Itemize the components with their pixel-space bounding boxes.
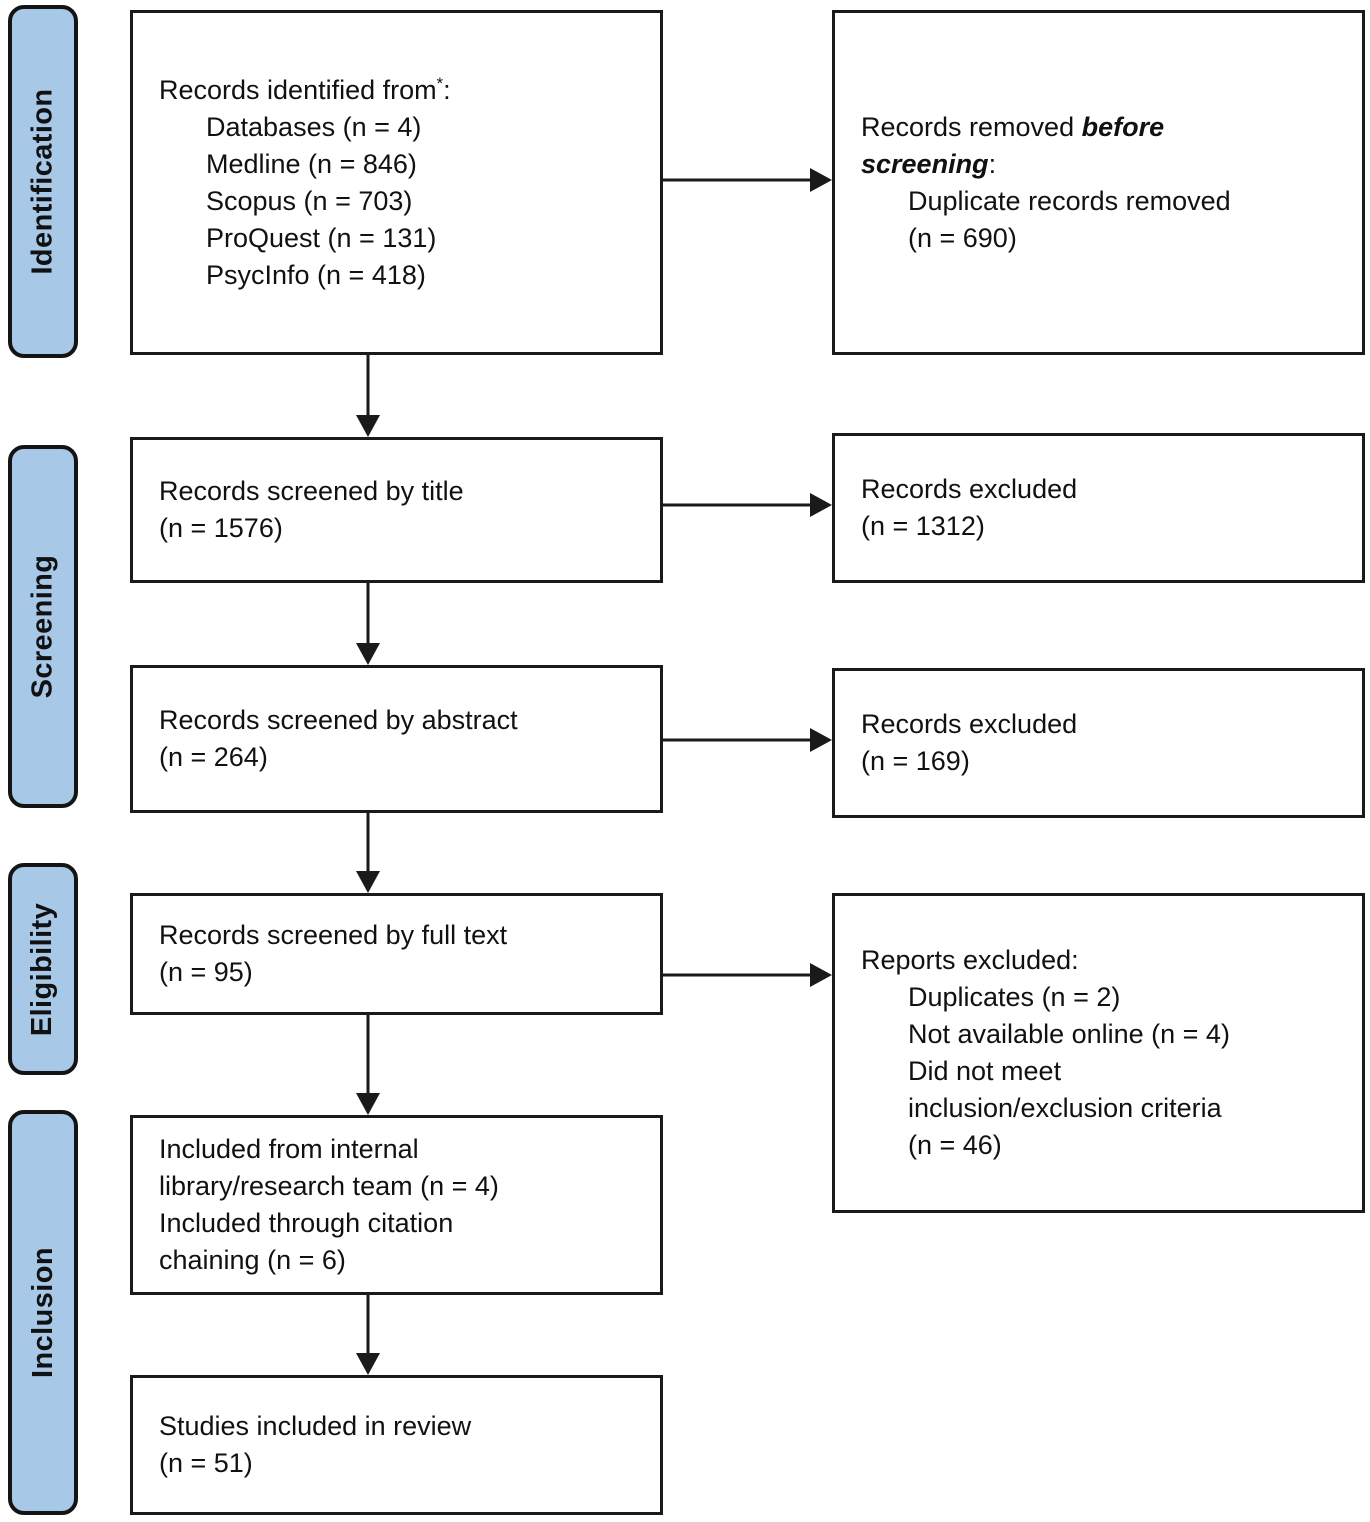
included-other-line3: Included through citation <box>159 1208 454 1238</box>
arrow-shaft <box>366 1015 370 1095</box>
included-other-line1: Included from internal <box>159 1134 419 1164</box>
identified-item-psycinfo: PsycInfo (n = 418) <box>206 259 426 290</box>
studies-included-line2: (n = 51) <box>159 1448 253 1478</box>
records-identified-title: Records identified from*: <box>159 72 648 109</box>
stage-screening-label: Screening <box>26 554 59 699</box>
arrow-fulltext-to-included-other <box>355 1015 381 1115</box>
arrow-head <box>356 1093 380 1115</box>
stage-eligibility-label: Eligibility <box>26 902 59 1036</box>
excluded-title-line2: (n = 1312) <box>861 511 985 541</box>
arrow-head <box>810 963 832 987</box>
box-screened-by-abstract: Records screened by abstract (n = 264) <box>130 665 663 813</box>
arrow-head <box>810 493 832 517</box>
arrow-screened-abstract-to-excluded <box>663 727 832 753</box>
arrow-head <box>356 1353 380 1375</box>
reports-excluded-item-criteria-line2: inclusion/exclusion criteria <box>908 1093 1222 1123</box>
stage-identification: Identification <box>8 5 78 358</box>
screened-fulltext-line1: Records screened by full text <box>159 920 508 950</box>
screened-abstract-line1: Records screened by abstract <box>159 705 518 735</box>
stage-inclusion: Inclusion <box>8 1110 78 1515</box>
reports-excluded-title: Reports excluded: <box>861 945 1079 975</box>
arrow-head <box>356 643 380 665</box>
arrow-shaft <box>366 355 370 417</box>
included-other-line4: chaining (n = 6) <box>159 1245 346 1275</box>
arrow-head <box>810 728 832 752</box>
identified-item-scopus: Scopus (n = 703) <box>206 185 413 216</box>
arrow-fulltext-to-reports-excluded <box>663 962 832 988</box>
arrow-included-other-to-studies <box>355 1295 381 1375</box>
reports-excluded-item-criteria-line1: Did not meet <box>908 1056 1062 1086</box>
removed-title: Records removed before screening: <box>861 109 1231 183</box>
box-screened-by-fulltext: Records screened by full text (n = 95) <box>130 893 663 1015</box>
excluded-abstract-line2: (n = 169) <box>861 746 970 776</box>
arrow-shaft <box>663 503 812 507</box>
box-records-identified: Records identified from*: Databases (n =… <box>130 10 663 355</box>
box-included-other-sources: Included from internal library/research … <box>130 1115 663 1295</box>
arrow-shaft <box>663 738 812 742</box>
records-identified-title-colon: : <box>443 74 451 105</box>
stage-inclusion-label: Inclusion <box>26 1247 59 1378</box>
screened-title-line1: Records screened by title <box>159 476 464 506</box>
arrow-shaft <box>366 583 370 645</box>
arrow-head <box>356 871 380 893</box>
box-excluded-by-title: Records excluded (n = 1312) <box>832 433 1365 583</box>
arrow-shaft <box>663 178 812 182</box>
records-identified-title-text: Records identified from <box>159 74 437 105</box>
box-screened-by-title: Records screened by title (n = 1576) <box>130 437 663 583</box>
arrow-shaft <box>663 973 812 977</box>
arrow-screened-title-to-excluded <box>663 492 832 518</box>
reports-excluded-item-not-available: Not available online (n = 4) <box>908 1019 1230 1049</box>
stage-eligibility: Eligibility <box>8 863 78 1075</box>
box-reports-excluded: Reports excluded: Duplicates (n = 2) Not… <box>832 893 1365 1213</box>
arrow-head <box>810 168 832 192</box>
removed-title-pre: Records removed <box>861 111 1082 142</box>
removed-title-colon: : <box>988 148 997 179</box>
screened-fulltext-line2: (n = 95) <box>159 957 253 987</box>
included-other-line2: library/research team (n = 4) <box>159 1171 499 1201</box>
screened-abstract-line2: (n = 264) <box>159 742 268 772</box>
arrow-abstract-to-fulltext <box>355 813 381 893</box>
reports-excluded-item-criteria-count: (n = 46) <box>908 1130 1002 1160</box>
arrow-screened-title-to-abstract <box>355 583 381 665</box>
box-records-removed-before-screening: Records removed before screening: Duplic… <box>832 10 1365 355</box>
stage-screening: Screening <box>8 445 78 808</box>
box-studies-included: Studies included in review (n = 51) <box>130 1375 663 1515</box>
identified-item-medline: Medline (n = 846) <box>206 148 417 179</box>
excluded-title-line1: Records excluded <box>861 474 1078 504</box>
removed-item-line2: (n = 690) <box>908 222 1017 253</box>
studies-included-line1: Studies included in review <box>159 1411 472 1441</box>
arrow-shaft <box>366 813 370 873</box>
identified-item-proquest: ProQuest (n = 131) <box>206 222 437 253</box>
excluded-abstract-line1: Records excluded <box>861 709 1078 739</box>
removed-title-italic: before screening <box>861 111 1165 179</box>
arrow-head <box>356 415 380 437</box>
arrow-identified-to-removed <box>663 167 832 193</box>
screened-title-line2: (n = 1576) <box>159 513 283 543</box>
arrow-shaft <box>366 1295 370 1355</box>
stage-identification-label: Identification <box>26 88 59 275</box>
box-excluded-by-abstract: Records excluded (n = 169) <box>832 668 1365 818</box>
identified-item-databases: Databases (n = 4) <box>206 111 422 142</box>
removed-item-line1: Duplicate records removed <box>908 185 1231 216</box>
asterisk-mark: * <box>436 73 444 93</box>
arrow-identified-to-screened-title <box>355 355 381 437</box>
reports-excluded-item-duplicates: Duplicates (n = 2) <box>908 982 1121 1012</box>
